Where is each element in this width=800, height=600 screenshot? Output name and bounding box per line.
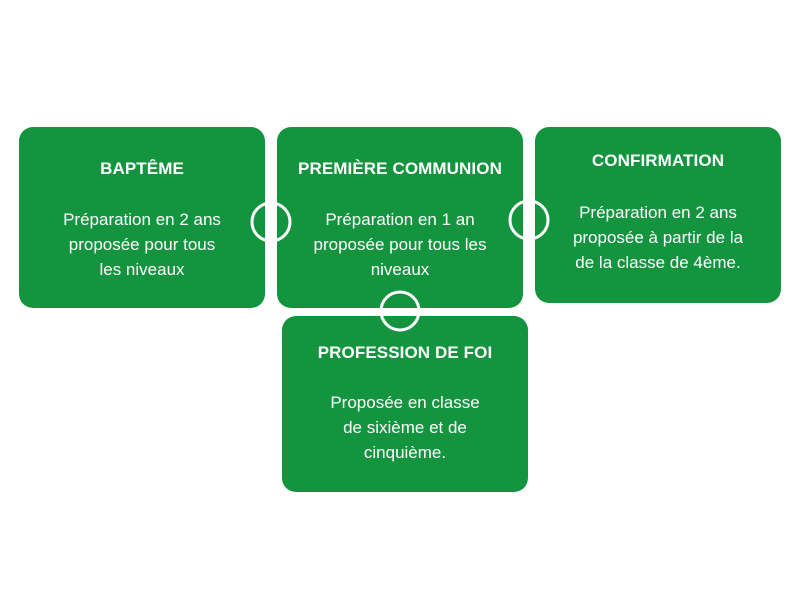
card-premiere-communion: PREMIÈRE COMMUNION Préparation en 1 an p… xyxy=(277,127,523,308)
card-profession-de-foi: PROFESSION DE FOI Proposée en classe de … xyxy=(282,316,528,492)
card-confirmation: CONFIRMATION Préparation en 2 ans propos… xyxy=(535,127,781,303)
card-title-premiere-communion: PREMIÈRE COMMUNION xyxy=(298,159,502,178)
card-bapteme: BAPTÊME Préparation en 2 ans proposée po… xyxy=(19,127,265,308)
card-title-confirmation: CONFIRMATION xyxy=(591,151,725,170)
card-title-profession-de-foi: PROFESSION DE FOI xyxy=(317,343,493,362)
card-body-confirmation: Préparation en 2 ans proposée à partir d… xyxy=(572,203,744,272)
card-body-profession-de-foi: Proposée en classe de sixième et de cinq… xyxy=(330,393,480,462)
card-body-premiere-communion: Préparation en 1 an proposée pour tous l… xyxy=(313,210,487,279)
card-body-bapteme: Préparation en 2 ans proposée pour tous … xyxy=(63,210,221,279)
card-title-bapteme: BAPTÊME xyxy=(100,159,184,178)
